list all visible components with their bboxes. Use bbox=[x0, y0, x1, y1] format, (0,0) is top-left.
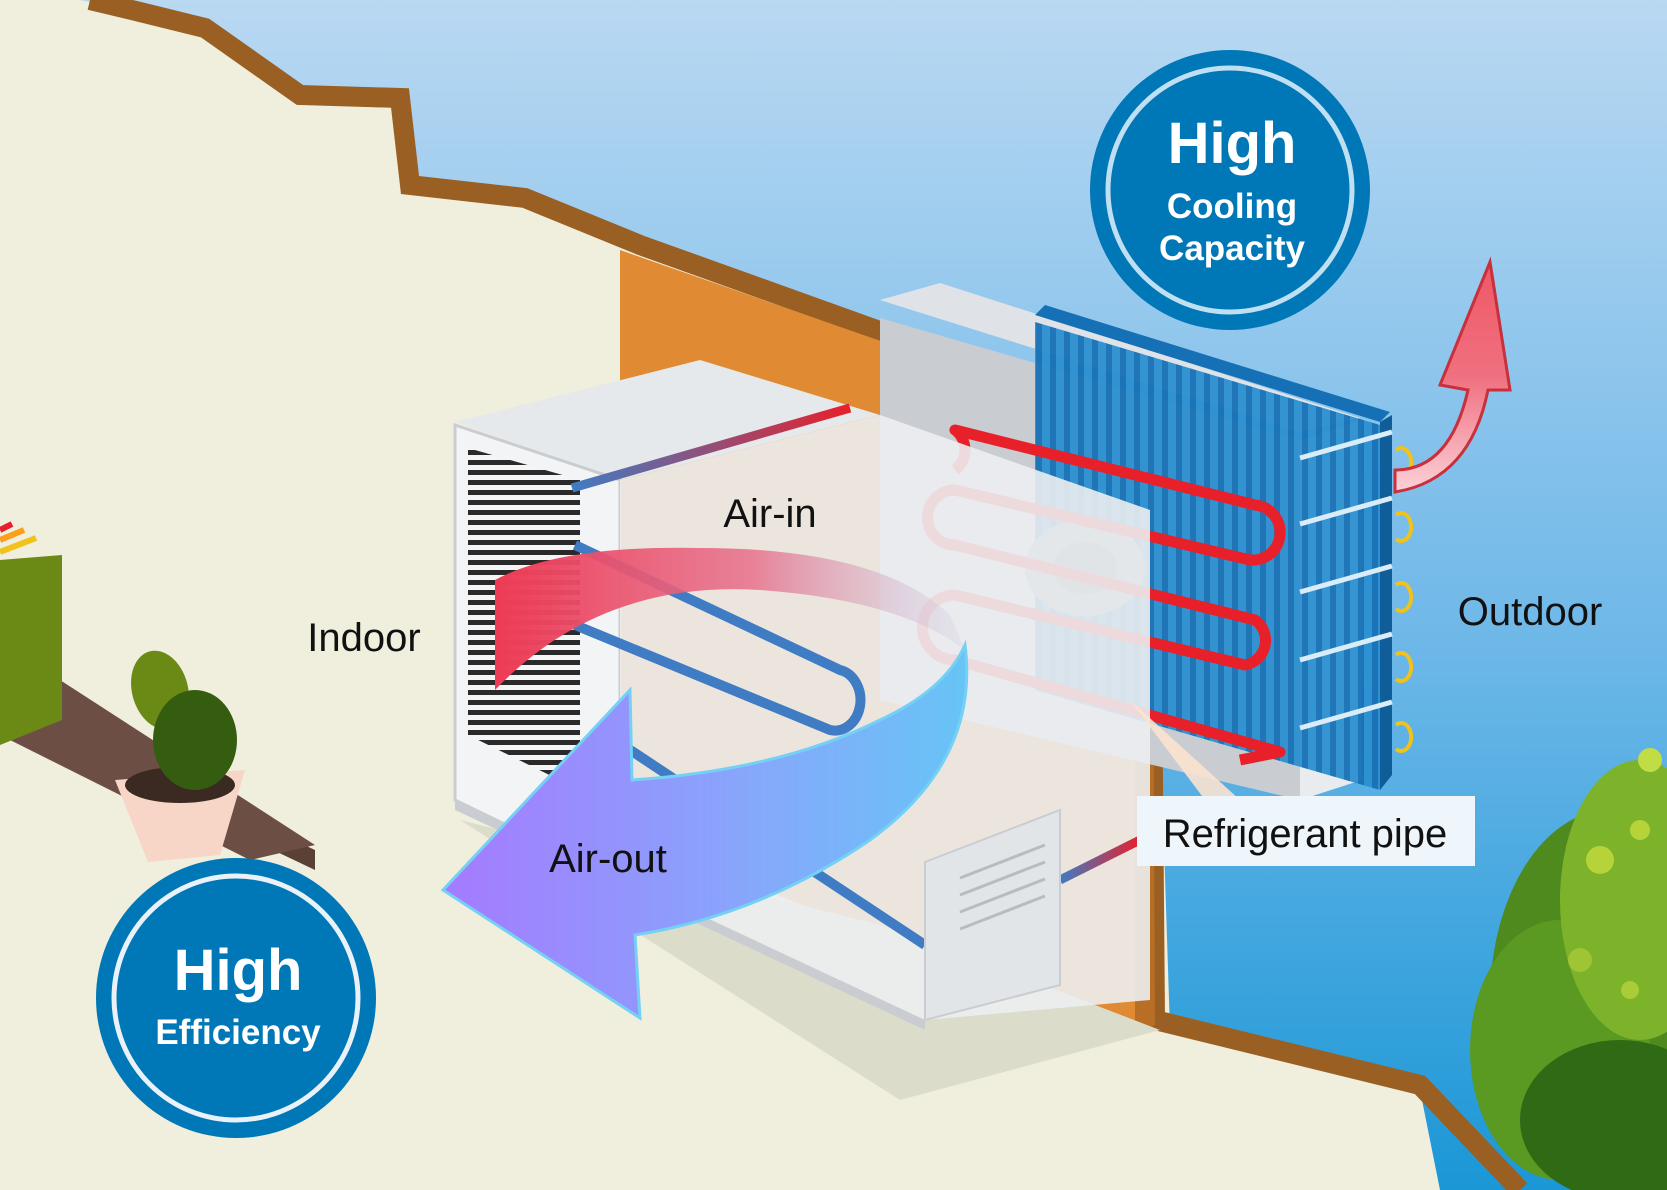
fin-cross-bars bbox=[1299, 429, 1393, 731]
air-in-arrow bbox=[495, 547, 965, 690]
indoor-label: Indoor bbox=[307, 616, 420, 660]
tree-icon bbox=[1470, 748, 1667, 1190]
cooling-badge-title: High bbox=[1168, 111, 1297, 176]
cold-refrigerant-pipe-top bbox=[570, 403, 852, 493]
efficiency-badge: High Efficiency bbox=[96, 858, 376, 1138]
condenser-fins-right bbox=[1380, 415, 1392, 790]
air-out-label: Air-out bbox=[549, 837, 667, 881]
efficiency-badge-line1: Efficiency bbox=[155, 1013, 321, 1052]
indoor-unit-top bbox=[455, 360, 880, 480]
cooling-badge-line2: Capacity bbox=[1159, 229, 1305, 268]
books bbox=[0, 555, 62, 745]
wall-edge bbox=[87, 0, 1528, 1190]
hot-exhaust-arrow bbox=[1393, 256, 1512, 494]
refrigerant-pipe-label: Refrigerant pipe bbox=[1163, 812, 1448, 856]
vent-slats bbox=[959, 843, 1046, 931]
refrigerant-pipe-bottom bbox=[1057, 835, 1143, 885]
condenser-fins-top bbox=[1035, 305, 1390, 422]
book-spines bbox=[0, 521, 38, 555]
plant-leaf-front bbox=[153, 690, 237, 790]
cooling-capacity-badge: High Cooling Capacity bbox=[1090, 50, 1370, 330]
efficiency-badge-title: High bbox=[174, 938, 303, 1003]
refrigerant-label-box bbox=[1137, 796, 1475, 866]
refrigerant-pointer bbox=[1130, 700, 1240, 800]
air-in-label: Air-in bbox=[723, 492, 816, 536]
cooling-badge-line1: Cooling bbox=[1167, 187, 1297, 226]
air-out-arrow bbox=[440, 639, 969, 1021]
outdoor-label: Outdoor bbox=[1458, 590, 1603, 634]
